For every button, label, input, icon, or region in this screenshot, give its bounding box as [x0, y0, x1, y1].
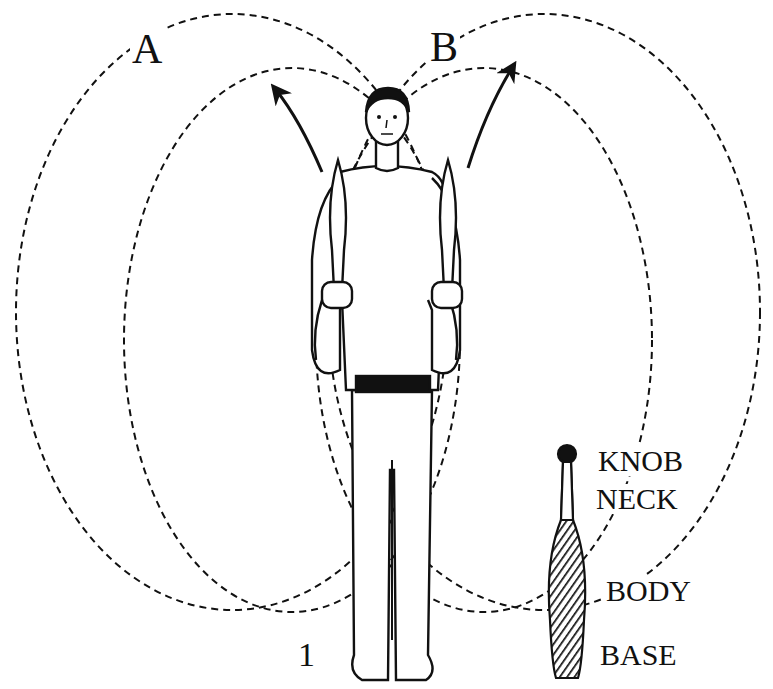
part-name: KNOB: [596, 446, 685, 476]
part-name: BASE: [598, 640, 679, 670]
part-name: NECK: [594, 484, 680, 514]
direction-arrows: [276, 68, 512, 172]
part-name: BODY: [604, 576, 693, 606]
indian-club: [549, 445, 585, 678]
path-label: A: [130, 28, 164, 70]
figure-number: 1: [296, 638, 317, 672]
man-figure: [312, 88, 462, 680]
path-label: B: [428, 26, 460, 68]
